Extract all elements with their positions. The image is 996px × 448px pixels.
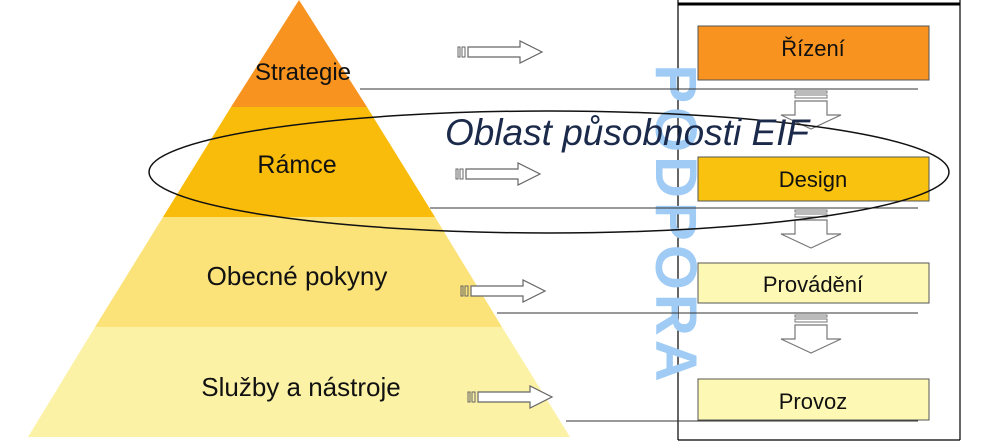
pyramid-label-obecne-pokyny: Obecné pokyny [207,261,388,291]
process-label-provoz: Provoz [779,389,847,414]
process-label-provadeni: Provádění [763,272,863,297]
connector-lines [360,88,918,422]
process-box-provadeni: Provádění [697,262,930,304]
pyramid-level-strategie [231,0,367,107]
process-box-rizeni: Řízení [697,25,930,81]
scope-label: Oblast působnosti EIF [445,112,811,153]
pyramid-label-sluzby: Služby a nástroje [201,372,400,402]
pyramid-label-ramce: Rámce [257,151,336,179]
process-box-design: Design [697,156,930,202]
process-label-rizeni: Řízení [781,36,845,61]
process-frame [677,0,961,441]
pyramid-level-sluzby [28,327,570,437]
arrow-right-2 [455,162,541,186]
pyramid-level-obecne-pokyny [95,217,502,327]
scope-ellipse [148,110,950,234]
arrow-right-1 [457,40,543,64]
support-label: PODPORA [643,64,708,385]
pyramid-label-strategie: Strategie [255,59,351,86]
process-box-provoz: Provoz [697,378,930,421]
arrow-down-3 [780,314,842,354]
process-label-design: Design [779,167,847,192]
